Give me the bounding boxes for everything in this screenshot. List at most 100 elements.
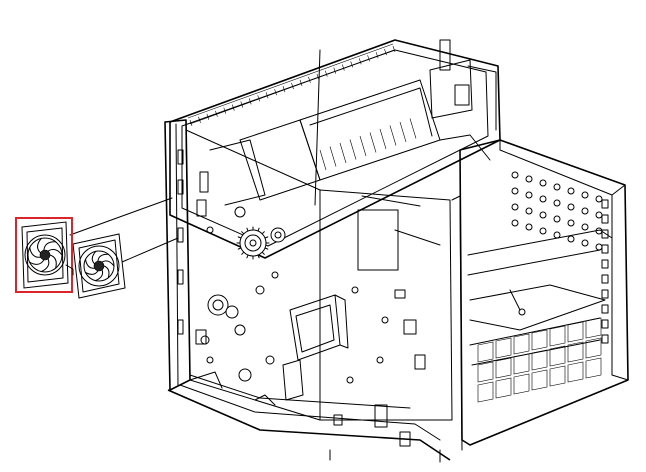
gear-tooth xyxy=(257,227,260,232)
rail-tick xyxy=(223,107,227,114)
fan-blade xyxy=(49,254,57,269)
rail-tick xyxy=(367,55,370,62)
grid-cell xyxy=(513,353,530,375)
grid-cell xyxy=(567,321,584,343)
panel-hole xyxy=(511,203,519,211)
panel-hole xyxy=(539,227,547,235)
highlighted-cooling-fan xyxy=(15,217,74,293)
panel-hole xyxy=(595,195,603,203)
grid-cell xyxy=(513,373,530,395)
rail-tick xyxy=(265,92,269,99)
panel-hole xyxy=(581,207,589,215)
rail-tick xyxy=(291,82,294,90)
gear-tooth xyxy=(261,231,265,235)
vent-slat xyxy=(379,128,387,150)
side-slot xyxy=(601,199,609,209)
fan-blade xyxy=(85,259,95,269)
grid-cell xyxy=(585,357,602,379)
panel-hole xyxy=(595,243,603,251)
fan-blade xyxy=(85,270,99,275)
printer-chassis-icon xyxy=(164,39,629,463)
side-slot xyxy=(601,259,609,269)
side-slot xyxy=(601,274,609,284)
grid-cell xyxy=(495,377,512,399)
gear-tooth xyxy=(241,231,245,235)
side-slot xyxy=(601,319,609,329)
side-slot xyxy=(601,229,609,239)
grid-cell xyxy=(567,361,584,383)
fan-blade xyxy=(101,260,115,267)
side-slot xyxy=(601,304,609,314)
fan-blade xyxy=(29,247,41,258)
vent-slat xyxy=(339,142,347,164)
panel-hole xyxy=(525,207,533,215)
vent-slat xyxy=(409,118,417,139)
rail-tick xyxy=(333,67,337,74)
vent-slat xyxy=(359,135,367,157)
grid-cell xyxy=(477,381,494,403)
panel-hole xyxy=(511,171,519,179)
panel-hole xyxy=(525,223,533,231)
side-slot xyxy=(601,244,609,254)
rail-tick xyxy=(189,119,193,127)
fan-blade xyxy=(95,269,104,282)
rail-tick xyxy=(325,70,328,77)
panel-hole xyxy=(511,219,519,227)
grid-cell xyxy=(477,341,494,363)
rail-tick xyxy=(248,98,252,105)
side-slot xyxy=(601,289,609,299)
rail-tick xyxy=(384,49,387,56)
panel-hole xyxy=(581,191,589,199)
gear-tooth xyxy=(237,236,242,239)
gear-tooth xyxy=(246,227,249,232)
vent-slat xyxy=(349,139,357,160)
rail-tick xyxy=(392,45,396,53)
panel-hole xyxy=(553,183,561,191)
rail-tick xyxy=(240,101,244,108)
grid-cell xyxy=(531,349,548,371)
fan-blade xyxy=(91,250,97,265)
vent-slat xyxy=(369,132,377,153)
rail-tick xyxy=(299,79,303,86)
panel-hole xyxy=(581,239,589,247)
grid-cell xyxy=(513,333,530,355)
highlight-box xyxy=(15,217,73,293)
panel-hole xyxy=(595,211,603,219)
panel-hole xyxy=(525,175,533,183)
grid-cell xyxy=(585,317,602,339)
grid-cell xyxy=(477,361,494,383)
gear-tooth xyxy=(257,254,260,259)
leader-lines xyxy=(69,197,179,263)
gear-tooth xyxy=(246,254,249,259)
rail-tick xyxy=(232,104,235,111)
fan-blade xyxy=(29,259,45,265)
gear-tooth xyxy=(264,236,269,239)
gear-tooth xyxy=(261,251,265,255)
panel-hole xyxy=(567,187,575,195)
panel-hole xyxy=(567,203,575,211)
panel-hole xyxy=(581,223,589,231)
rail-tick xyxy=(282,86,286,93)
grid-cell xyxy=(531,369,548,391)
rail-tick xyxy=(350,61,353,68)
side-slot xyxy=(601,214,609,224)
grid-cell xyxy=(585,337,602,359)
panel-hole xyxy=(539,179,547,187)
rail-tick xyxy=(257,95,260,102)
panel-hole xyxy=(553,199,561,207)
vent-slat xyxy=(319,149,327,171)
rail-tick xyxy=(206,113,210,120)
side-slot xyxy=(601,334,609,344)
cooling-fan-icon xyxy=(21,221,74,289)
panel-hole xyxy=(567,235,575,243)
grid-cell xyxy=(531,329,548,351)
rail-tick xyxy=(375,52,379,59)
rail-tick xyxy=(316,73,320,80)
rail-tick xyxy=(308,76,311,83)
panel-hole xyxy=(553,231,561,239)
grid-cell xyxy=(495,337,512,359)
vent-slat xyxy=(329,146,337,167)
panel-hole xyxy=(511,187,519,195)
